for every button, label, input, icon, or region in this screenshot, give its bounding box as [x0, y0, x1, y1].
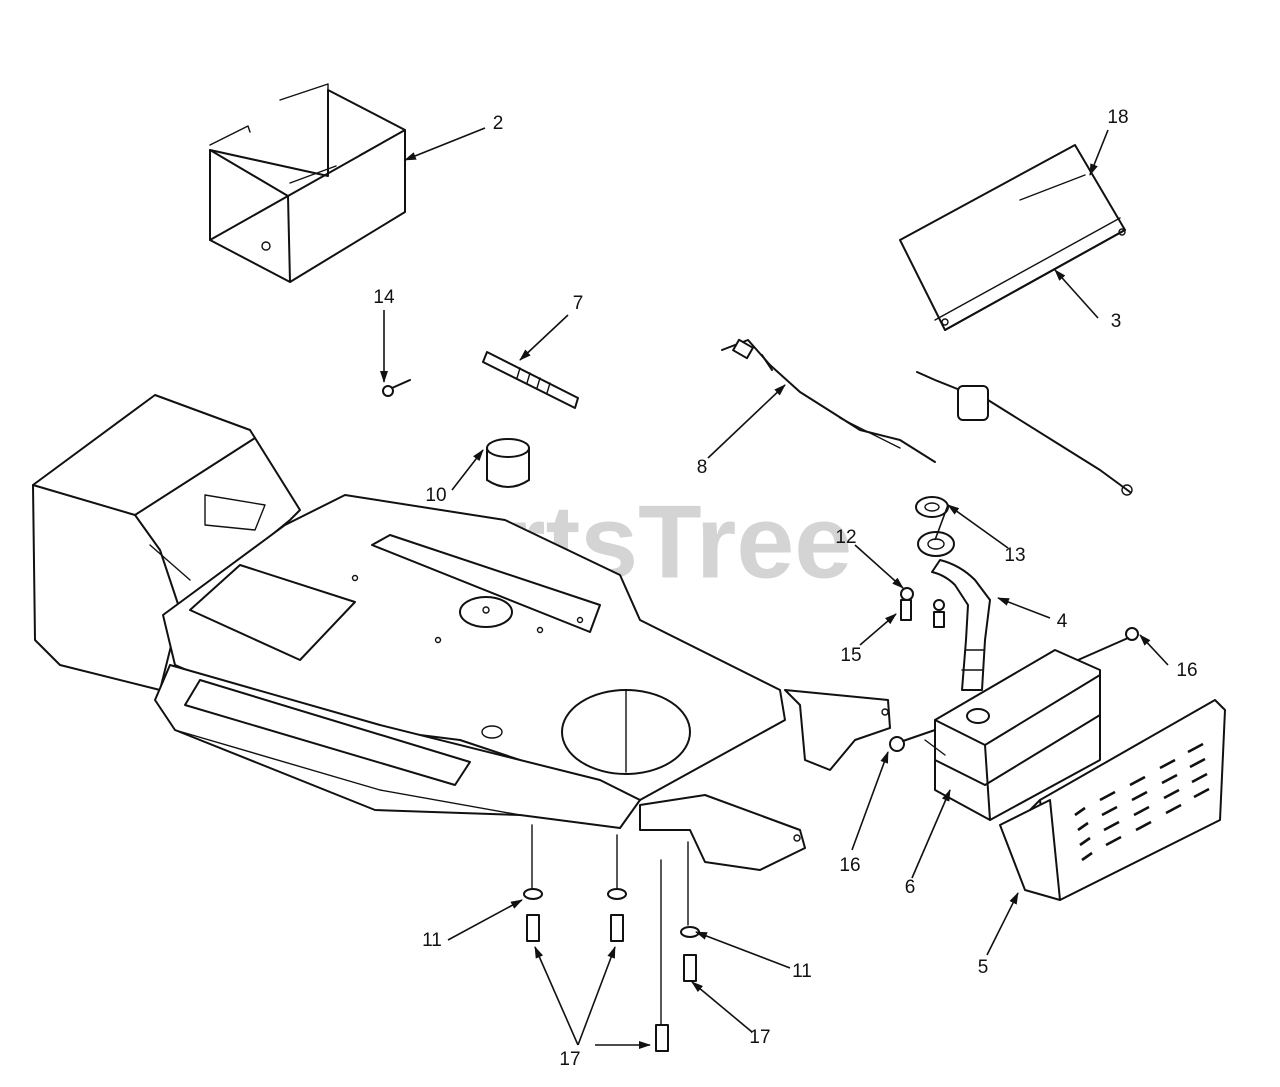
- part-5-muffler-guard: [999, 699, 1226, 901]
- callout-4: 4: [1057, 611, 1068, 632]
- callout-15: 15: [840, 645, 861, 666]
- callout-7: 7: [573, 293, 584, 314]
- callout-5: 5: [978, 957, 989, 978]
- callout-10: 10: [425, 485, 446, 506]
- part-7-rod: [482, 351, 579, 409]
- callout-13: 13: [1004, 545, 1025, 566]
- callout-3: 3: [1111, 311, 1122, 332]
- leader-lines: [380, 127, 1169, 1049]
- chassis-frame: [32, 394, 891, 871]
- callout-12: 12: [835, 527, 856, 548]
- part-3-shield-plate: [899, 144, 1126, 331]
- part-12-nut: [900, 587, 945, 611]
- callout-11-right: 11: [792, 961, 812, 982]
- callout-8: 8: [697, 457, 708, 478]
- callout-18: 18: [1107, 107, 1128, 128]
- part-6-muffler: [924, 649, 1101, 821]
- callout-2: 2: [493, 113, 504, 134]
- part-8-cable: [721, 338, 936, 463]
- part-15-bolt: [900, 599, 945, 628]
- part-11-washer: [523, 824, 700, 1026]
- callout-14: 14: [373, 287, 395, 308]
- part-17-bolt: [526, 914, 697, 1052]
- callout-16-lower: 16: [839, 855, 860, 876]
- part-13-gasket: [915, 496, 955, 557]
- part-4-exhaust-pipe: [931, 559, 991, 691]
- callout-11-left: 11: [422, 930, 442, 951]
- part-14-bolt: [382, 379, 411, 397]
- callout-16-upper: 16: [1176, 660, 1197, 681]
- callout-17-bottom: 17: [559, 1049, 580, 1070]
- callout-6: 6: [905, 877, 916, 898]
- part-10-bushing: [486, 438, 530, 488]
- callout-17-right: 17: [749, 1027, 770, 1048]
- part-16-bolt: [889, 627, 1139, 752]
- choke-cable: [916, 371, 1133, 496]
- callout-labels: 2 18 3 14 7 10 8 13 12 4 15 16 16 6 5 11…: [373, 107, 1197, 1070]
- part-2-bracket: [209, 83, 406, 283]
